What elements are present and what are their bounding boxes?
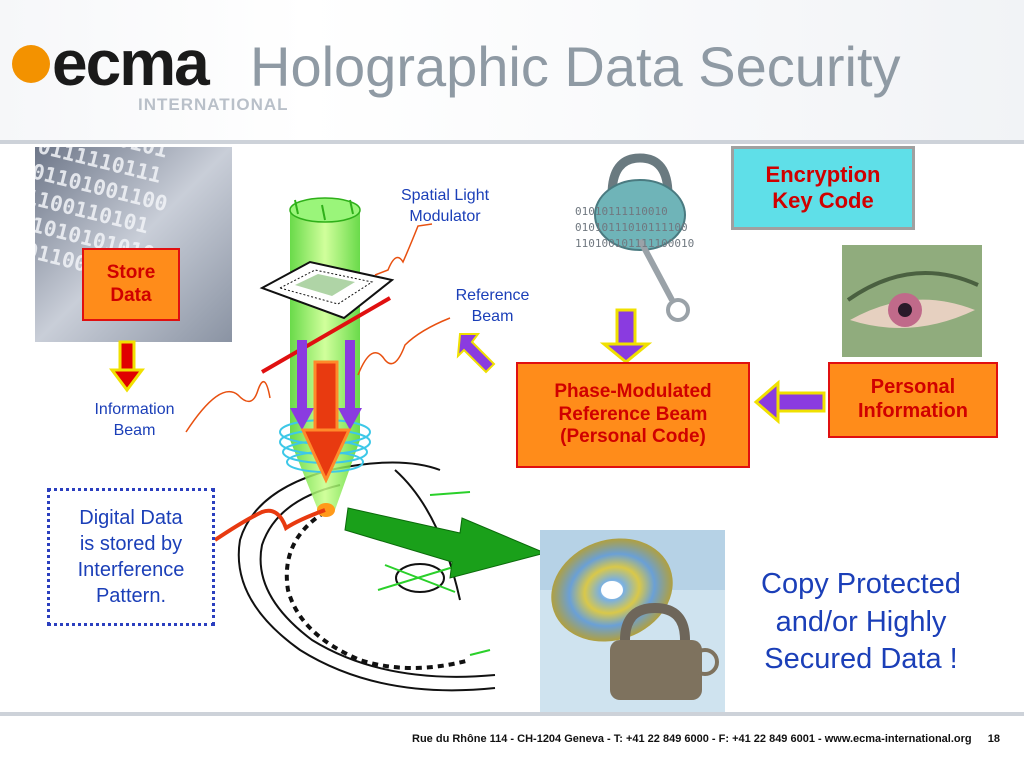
personal-info-left-arrow	[753, 379, 826, 425]
digital-data-note: Digital Data is stored by Interference P…	[47, 488, 215, 626]
store-data-box: Store Data	[82, 248, 180, 321]
store-data-label: Store Data	[106, 262, 156, 306]
binary-key-line: 110100101111100010	[575, 237, 694, 250]
ecma-logo-dot	[12, 45, 50, 83]
slide-title: Holographic Data Security	[250, 35, 901, 98]
ecma-logo: ecma	[52, 27, 210, 99]
personal-information-box: Personal Information	[828, 362, 998, 438]
header-band	[0, 0, 1024, 140]
binary-key-text: 01010111110010 01010111010111100 110100101…	[575, 205, 694, 250]
purple-down-arrows	[290, 340, 362, 430]
information-beam-label: Information Beam	[94, 401, 175, 439]
encryption-key-code-box: Encryption Key Code	[731, 146, 915, 230]
binary-key-line: 01010111110010	[575, 205, 668, 218]
reference-beam-line	[260, 296, 392, 374]
footer-address: Rue du Rhône 114 - CH-1204 Geneva - T: +…	[412, 733, 972, 745]
spatial-light-modulator-grid	[259, 260, 395, 320]
callout-squiggles	[185, 223, 451, 433]
cd-lock-image	[540, 530, 725, 712]
encryption-key-code-label: Encryption Key Code	[765, 162, 881, 213]
page-number: 18	[987, 733, 1000, 745]
binary-key-line: 01010111010111100	[575, 221, 688, 234]
red-down-arrow	[300, 360, 352, 484]
store-data-down-arrow	[109, 340, 145, 393]
personal-information-label: Personal Information	[858, 376, 968, 422]
holographic-disc	[237, 461, 496, 692]
information-beam-wave	[213, 508, 326, 542]
ecma-logo-subtext: INTERNATIONAL	[138, 95, 289, 114]
reference-beam-label: Reference Beam	[455, 287, 530, 325]
header-divider	[0, 140, 1024, 144]
footer-divider	[0, 712, 1024, 716]
padlock-key-icon	[594, 153, 690, 322]
eye-image	[842, 245, 982, 357]
key-down-arrow	[599, 308, 653, 364]
phase-modulated-beam-label: Phase-Modulated Reference Beam (Personal…	[554, 381, 712, 448]
copy-protected-text: Copy Protected and/or Highly Secured Dat…	[761, 568, 961, 676]
digital-data-note-text: Digital Data is stored by Interference P…	[77, 507, 185, 607]
green-right-arrow	[344, 507, 547, 579]
footer: Rue du Rhône 114 - CH-1204 Geneva - T: +…	[0, 733, 1000, 745]
phase-modulated-beam-box: Phase-Modulated Reference Beam (Personal…	[516, 362, 750, 468]
reference-beam-arrow	[456, 333, 496, 374]
spatial-light-modulator-label: Spatial Light Modulator	[400, 187, 490, 225]
